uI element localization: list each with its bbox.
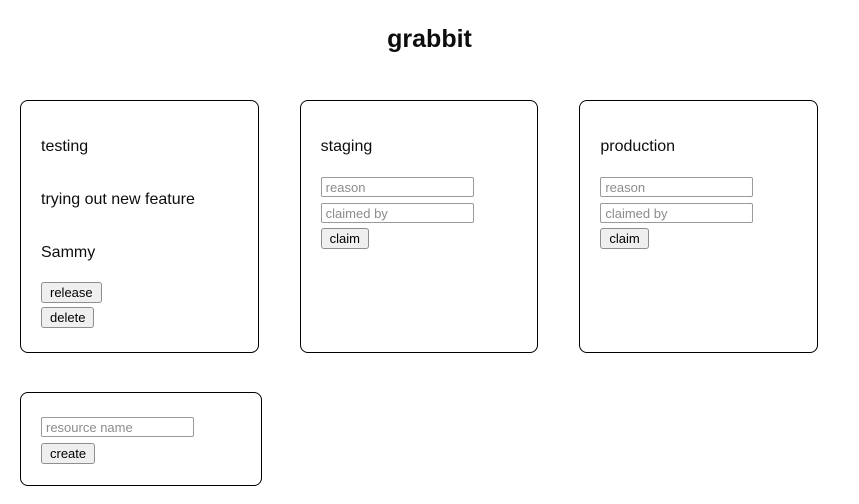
claim-button[interactable]: claim: [600, 228, 649, 249]
resource-name-label: testing: [41, 138, 89, 155]
reason-input[interactable]: [320, 177, 474, 197]
resource-card-staging: staging claim: [299, 100, 539, 353]
resource-name-label: production: [600, 138, 676, 155]
resources-row: testing trying out new feature Sammy rel…: [20, 100, 859, 353]
resource-card-production: production claim: [579, 100, 819, 353]
claimed-by-text: Sammy: [41, 244, 96, 261]
claimed-by-input[interactable]: [320, 203, 474, 223]
resource-name-input[interactable]: [41, 417, 194, 437]
create-resource-card: create: [20, 392, 262, 486]
page-title: grabbit: [387, 25, 472, 53]
claim-button[interactable]: claim: [320, 228, 370, 249]
claimed-by-input[interactable]: [600, 203, 754, 223]
reason-input[interactable]: [600, 177, 754, 197]
resource-name-label: staging: [320, 138, 373, 155]
release-button[interactable]: release: [41, 282, 102, 303]
create-button[interactable]: create: [41, 443, 96, 464]
resource-card-testing: testing trying out new feature Sammy rel…: [20, 100, 259, 353]
delete-button[interactable]: delete: [41, 307, 95, 328]
claim-reason-text: trying out new feature: [41, 191, 195, 208]
